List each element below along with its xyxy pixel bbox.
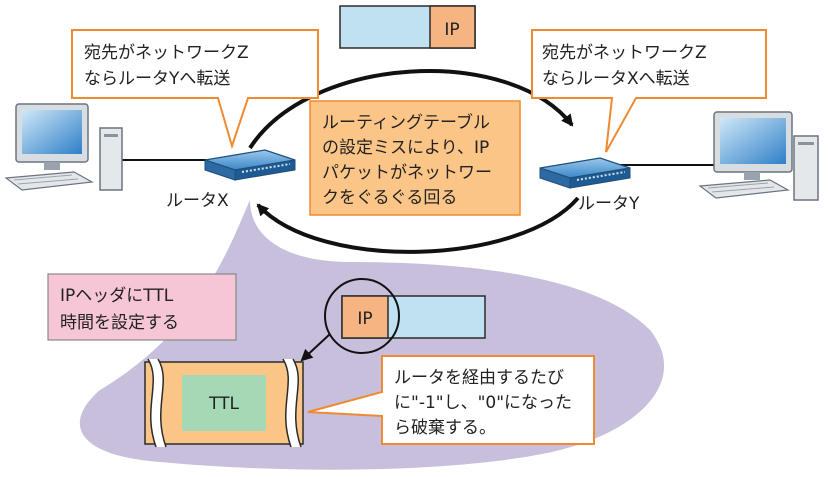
- magnifier-pointer: [300, 333, 331, 362]
- callout-router-y: 宛先がネットワークZ ならルータXへ転送: [531, 29, 767, 153]
- decrement-note-line3: ら破棄する。: [394, 418, 496, 438]
- decrement-note: ルータを経由するたび に"-1"し、"0"になった ら破棄する。: [307, 355, 595, 445]
- callout-router-y-line2: ならルータXへ転送: [542, 69, 690, 89]
- computer-right-icon: [698, 111, 819, 201]
- top-packet: IP: [339, 5, 476, 49]
- router-x-label: ルータX: [166, 191, 229, 211]
- ttl-field-label: TTL: [208, 394, 239, 414]
- callout-router-y-line1: 宛先がネットワークZ: [542, 43, 707, 63]
- loop-arrow-bottom: [256, 196, 580, 254]
- routing-error-line3: パケットがネットワー: [322, 163, 492, 183]
- top-packet-label: IP: [444, 20, 459, 40]
- decrement-note-line1: ルータを経由するたび: [394, 368, 564, 388]
- ttl-note-line1: IPヘッダにTTL: [60, 286, 174, 306]
- routing-error-line4: クをぐるぐる回る: [322, 188, 457, 208]
- router-x-icon: [204, 149, 296, 181]
- zoomed-ip-header: TTL: [144, 358, 304, 448]
- router-y-label: ルータY: [578, 194, 640, 214]
- computer-left-icon: [4, 103, 123, 191]
- magnifier-circle: [324, 278, 400, 354]
- callout-router-x-line2: ならルータYへ転送: [84, 69, 230, 89]
- routing-error-box: ルーティングテーブル の設定ミスにより、IP パケットがネットワー クをぐるぐる…: [309, 100, 521, 216]
- zoom-packet: IP: [341, 295, 486, 339]
- callout-router-x: 宛先がネットワークZ ならルータYへ転送: [71, 29, 319, 150]
- ttl-note-line2: 時間を設定する: [60, 313, 179, 333]
- router-y-icon: [539, 157, 631, 189]
- callout-router-x-line1: 宛先がネットワークZ: [84, 43, 249, 63]
- routing-error-line1: ルーティングテーブル: [322, 112, 490, 133]
- decrement-note-line2: に"-1"し、"0"になった: [394, 393, 572, 413]
- zoom-packet-label: IP: [357, 309, 372, 329]
- ttl-note: IPヘッダにTTL 時間を設定する: [47, 273, 237, 341]
- routing-error-line2: の設定ミスにより、IP: [322, 138, 489, 158]
